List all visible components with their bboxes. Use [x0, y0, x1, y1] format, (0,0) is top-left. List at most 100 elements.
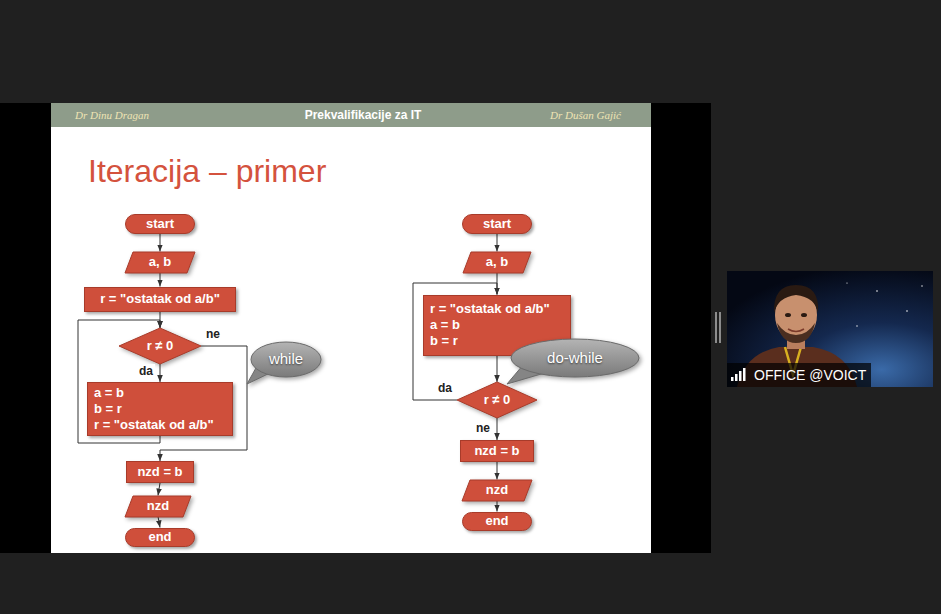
callout-ellipse [251, 342, 321, 377]
person-beard [777, 323, 815, 343]
person-smile [788, 329, 804, 332]
text-block: a, b [149, 254, 171, 270]
star [921, 285, 922, 286]
author-name: Dr Dušan Gajić [550, 109, 621, 121]
text-block: nzd = b [474, 443, 519, 459]
parallelogram-fill [462, 480, 532, 501]
text-block: r = "ostatak od a/b" [100, 291, 220, 307]
node-text: a, b [149, 254, 171, 270]
text-block: nzd [147, 498, 169, 514]
handle-line [719, 312, 721, 343]
text-block: r ≠ 0 [484, 392, 511, 408]
node-text: end [148, 529, 171, 545]
text-block: nzd [486, 482, 508, 498]
callout-text: while [269, 350, 303, 368]
callout-text: do-while [547, 349, 603, 367]
node-text: a = b [94, 385, 124, 401]
node-text: a, b [486, 254, 508, 270]
node-text: r = "ostatak od a/b" [100, 291, 220, 307]
callout-ellipse [511, 339, 639, 377]
person-eye [801, 313, 807, 317]
decision-diamond: r ≠ 0 [119, 328, 201, 364]
process-box: nzd = b [460, 440, 534, 462]
node-text: nzd = b [474, 443, 519, 459]
parallelogram-fill [125, 496, 191, 517]
node-text: r ≠ 0 [147, 338, 174, 354]
text-block: r = "ostatak od a/b"a = bb = r [430, 301, 550, 349]
diamond-fill [119, 328, 201, 364]
text-block: a, b [486, 254, 508, 270]
text-block: nzd = b [137, 464, 182, 480]
edge-label: da [436, 381, 454, 395]
node-text: end [485, 513, 508, 529]
node-text: r ≠ 0 [484, 392, 511, 408]
node-text: b = r [94, 401, 122, 417]
process-box: r = "ostatak od a/b" [84, 287, 236, 312]
text-block: do-while [547, 349, 603, 367]
process-box: a = bb = rr = "ostatak od a/b" [87, 382, 233, 436]
node-text: b = r [430, 333, 458, 349]
decision-diamond: r ≠ 0 [457, 382, 537, 418]
signal-bar [735, 374, 738, 381]
flow-connector [160, 273, 161, 287]
flow-connector [497, 462, 498, 480]
node-text: a = b [430, 317, 460, 333]
edge-label: ne [474, 421, 492, 435]
parallelogram-fill [463, 252, 531, 273]
text-block: r ≠ 0 [147, 338, 174, 354]
signal-bar [743, 368, 746, 381]
io-parallelogram: nzd [125, 496, 191, 517]
star [856, 325, 857, 326]
callout-bubble: do-while [510, 338, 640, 378]
slide-title: Iteracija – primer [88, 152, 326, 190]
signal-bar [739, 371, 742, 381]
terminal-pill: end [125, 528, 195, 547]
star [906, 310, 908, 312]
splitter-handle [712, 308, 724, 348]
text-block: end [485, 513, 508, 529]
text-block: end [148, 529, 171, 545]
text-block: while [269, 350, 303, 368]
callout-bubble: while [250, 341, 322, 378]
flow-connector [497, 501, 498, 512]
node-text: nzd [147, 498, 169, 514]
course-title: Prekvalifikacije za IT [305, 108, 422, 122]
io-parallelogram: nzd [462, 480, 532, 501]
process-box: nzd = b [126, 461, 194, 483]
node-text: start [483, 216, 511, 232]
person-hair [774, 285, 818, 313]
author-name: Dr Dinu Dragan [75, 109, 149, 121]
star [876, 290, 878, 292]
io-parallelogram: a, b [463, 252, 531, 273]
flow-connector [497, 356, 498, 383]
diamond-fill [457, 382, 537, 418]
edge-label: ne [204, 327, 222, 341]
edge-label: da [137, 364, 155, 378]
flow-connector [160, 364, 161, 382]
text-block: start [146, 216, 174, 232]
parallelogram-fill [125, 252, 195, 273]
terminal-pill: end [462, 512, 532, 531]
flow-connector [158, 483, 160, 496]
name-bar [727, 363, 871, 387]
terminal-pill: start [462, 214, 532, 234]
flow-connector [497, 234, 498, 252]
signal-bar [731, 377, 734, 381]
flow-connector [497, 418, 498, 440]
participant-name: OFFICE @VOICT [754, 367, 866, 383]
flow-connector [158, 517, 160, 528]
star [846, 282, 847, 283]
handle-line [715, 312, 717, 343]
flow-connector [160, 234, 161, 252]
text-block: a = bb = rr = "ostatak od a/b" [94, 385, 214, 433]
terminal-pill: start [125, 214, 195, 234]
node-text: start [146, 216, 174, 232]
node-text: nzd [486, 482, 508, 498]
webcam-background [727, 271, 933, 387]
text-block: start [483, 216, 511, 232]
node-text: nzd = b [137, 464, 182, 480]
io-parallelogram: a, b [125, 252, 195, 273]
node-text: r = "ostatak od a/b" [94, 417, 214, 433]
node-text: r = "ostatak od a/b" [430, 301, 550, 317]
person-eye [785, 313, 791, 317]
